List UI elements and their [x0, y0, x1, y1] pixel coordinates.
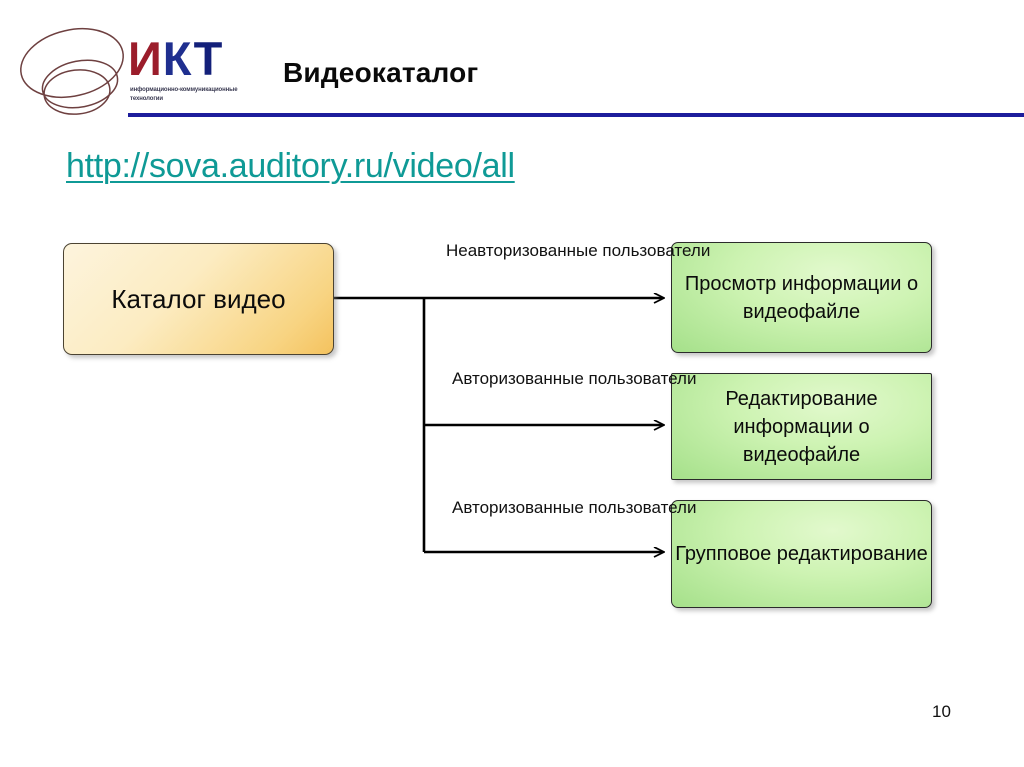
node-bulk-edit-label: Групповое редактирование: [675, 543, 928, 565]
edge-label-authorized-users-edit: Авторизованные пользователи: [452, 367, 696, 390]
node-edit-video-info[interactable]: Редактирование информации о видеофайле: [671, 373, 932, 480]
page-number: 10: [932, 702, 951, 721]
video-catalog-url-link[interactable]: http://sova.auditory.ru/video/all: [66, 147, 515, 185]
node-view-video-info[interactable]: Просмотр информации о видеофайле: [671, 242, 932, 353]
edge-label-authorized-users-bulk-text: Авторизованные пользователи: [452, 498, 697, 517]
edge-label-unauthorized-users-text: Неавторизованные пользователи: [446, 241, 711, 260]
page-title: Видеокаталог: [283, 57, 479, 88]
three-ellipses-logo-icon: [14, 22, 136, 120]
node-bulk-edit[interactable]: Групповое редактирование: [671, 500, 932, 608]
node-catalog-video[interactable]: Каталог видео: [63, 243, 334, 355]
node-edit-video-info-label: Редактирование информации о видеофайле: [725, 387, 878, 466]
logo-letters: ИКТ: [128, 34, 223, 84]
logo-tagline: информационно-коммуникационные технологи…: [130, 87, 238, 102]
node-view-video-info-label: Просмотр информации о видеофайле: [684, 272, 919, 323]
logo-wordmark: ИКТ информационно-коммуникационные техно…: [128, 34, 268, 112]
logo-letter-t: Т: [193, 32, 224, 85]
edge-label-authorized-users-bulk: Авторизованные пользователи: [452, 496, 696, 519]
logo-letter-k: К: [162, 32, 194, 85]
edge-label-authorized-users-edit-text: Авторизованные пользователи: [452, 369, 697, 388]
edge-label-unauthorized-users: Неавторизованные пользователи: [446, 239, 710, 262]
title-divider: [128, 113, 1024, 117]
logo-letter-i: И: [128, 32, 163, 85]
node-catalog-video-label: Каталог видео: [111, 283, 286, 314]
